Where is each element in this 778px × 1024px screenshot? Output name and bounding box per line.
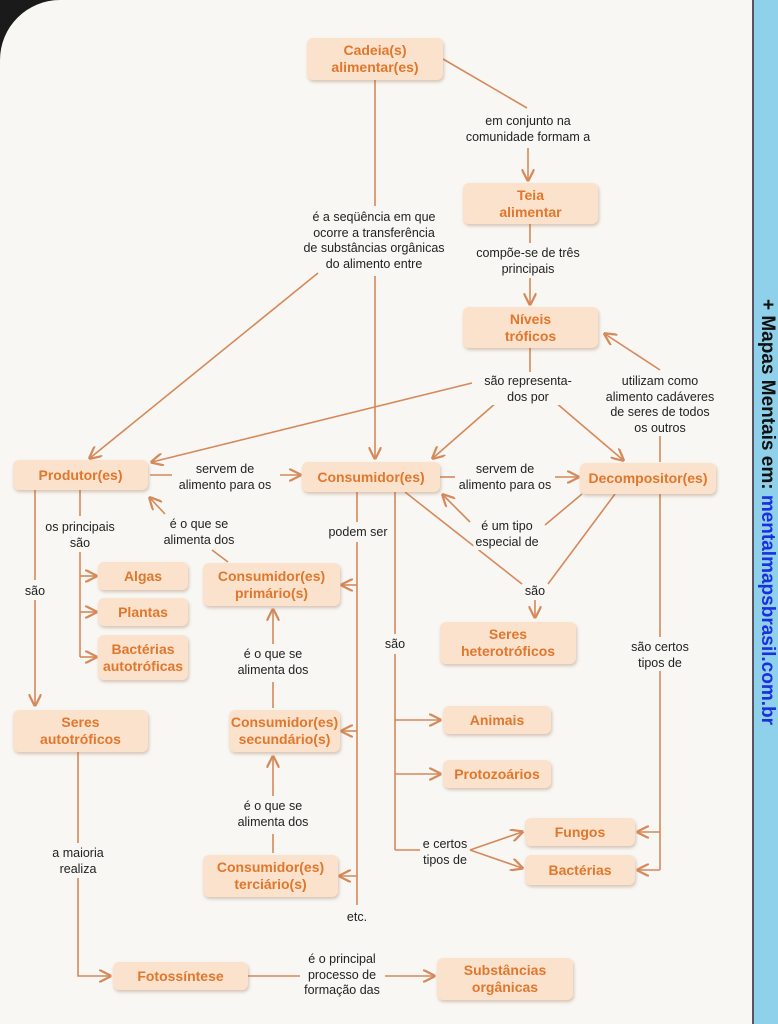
link-arrow <box>443 495 471 523</box>
node-protozoarios: Protozoários <box>443 760 551 788</box>
sidebar-banner: + Mapas Mentais em: mentalmapsbrasil.com… <box>752 0 778 1024</box>
node-fungos: Fungos <box>525 818 635 846</box>
node-algas: Algas <box>98 562 188 590</box>
label-sao-produtor: são <box>22 584 48 600</box>
label-sao-consumidor: são <box>382 637 408 653</box>
node-produtores: Produtor(es) <box>13 460 148 490</box>
node-consumidor-secundario: Consumidor(es) secundário(s) <box>229 710 340 752</box>
link-line <box>544 493 583 526</box>
label-alimenta-primario: é o que se alimenta dos <box>161 517 237 548</box>
link-line <box>211 549 229 563</box>
node-bacterias: Bactérias <box>525 855 635 885</box>
sidebar-prefix: + Mapas Mentais em: <box>757 298 778 495</box>
link-line <box>547 493 616 585</box>
label-certos-tipos: são certos tipos de <box>629 640 691 671</box>
link-arrow <box>469 849 522 868</box>
link-arrow <box>90 272 319 458</box>
node-niveis-troficos: Níveis tróficos <box>463 307 598 348</box>
label-servem-consumidor: servem de alimento para os <box>456 462 554 493</box>
link-line <box>404 491 523 585</box>
label-e-certos: e certos tipos de <box>420 837 470 868</box>
label-maioria: a maioria realiza <box>50 846 106 877</box>
node-consumidor-terciario: Consumidor(es) terciário(s) <box>203 855 338 897</box>
concept-map-page <box>0 0 752 1024</box>
sidebar-link[interactable]: mentalmapsbrasil.com.br <box>757 494 778 726</box>
label-compoe: compõe-se de três principais <box>474 246 582 277</box>
label-em-conjunto: em conjunto na comunidade formam a <box>463 114 593 145</box>
link-line <box>442 58 528 109</box>
node-plantas: Plantas <box>98 598 188 626</box>
node-substancias-organicas: Substâncias orgânicas <box>437 958 573 1000</box>
node-bacterias-autotroficas: Bactérias autotróficas <box>98 635 188 680</box>
sidebar-text: + Mapas Mentais em: mentalmapsbrasil.com… <box>756 299 778 725</box>
node-teia-alimentar: Teia alimentar <box>463 183 598 224</box>
label-alimenta-secundario: é o que se alimenta dos <box>235 647 311 678</box>
node-decompositores: Decompositor(es) <box>580 463 716 494</box>
link-arrow <box>605 334 661 371</box>
node-seres-heterotroficos: Seres heterotróficos <box>440 622 576 664</box>
label-sequencia: é a seqüência em que ocorre a transferên… <box>301 210 447 272</box>
node-consumidores: Consumidor(es) <box>302 462 440 492</box>
label-tipo-especial: é um tipo especial de <box>473 519 541 550</box>
node-seres-autotroficos: Seres autotróficos <box>13 710 148 752</box>
link-arrow <box>77 878 110 976</box>
label-principal-processo: é o principal processo de formação das <box>302 952 382 999</box>
node-cadeia-alimentar: Cadeia(s) alimentar(es) <box>307 38 443 80</box>
label-representados: são representa- dos por <box>482 374 574 405</box>
link-arrow <box>152 382 473 462</box>
label-etc: etc. <box>344 910 370 926</box>
label-sao-hetero: são <box>522 584 548 600</box>
node-fotossintese: Fotossíntese <box>113 962 248 990</box>
label-utilizam: utilizam como alimento cadáveres de sere… <box>603 374 717 436</box>
node-consumidor-primario: Consumidor(es) primário(s) <box>203 563 340 606</box>
link-arrow <box>150 498 166 515</box>
link-arrow <box>469 832 522 851</box>
link-arrow <box>554 401 623 460</box>
label-servem-produtor: servem de alimento para os <box>176 462 274 493</box>
link-arrow <box>433 401 498 458</box>
label-principais: os principais são <box>43 520 117 551</box>
label-podem-ser: podem ser <box>326 525 390 541</box>
connectors <box>0 58 661 1024</box>
node-animais: Animais <box>443 706 551 734</box>
label-alimenta-terciario: é o que se alimenta dos <box>235 799 311 830</box>
